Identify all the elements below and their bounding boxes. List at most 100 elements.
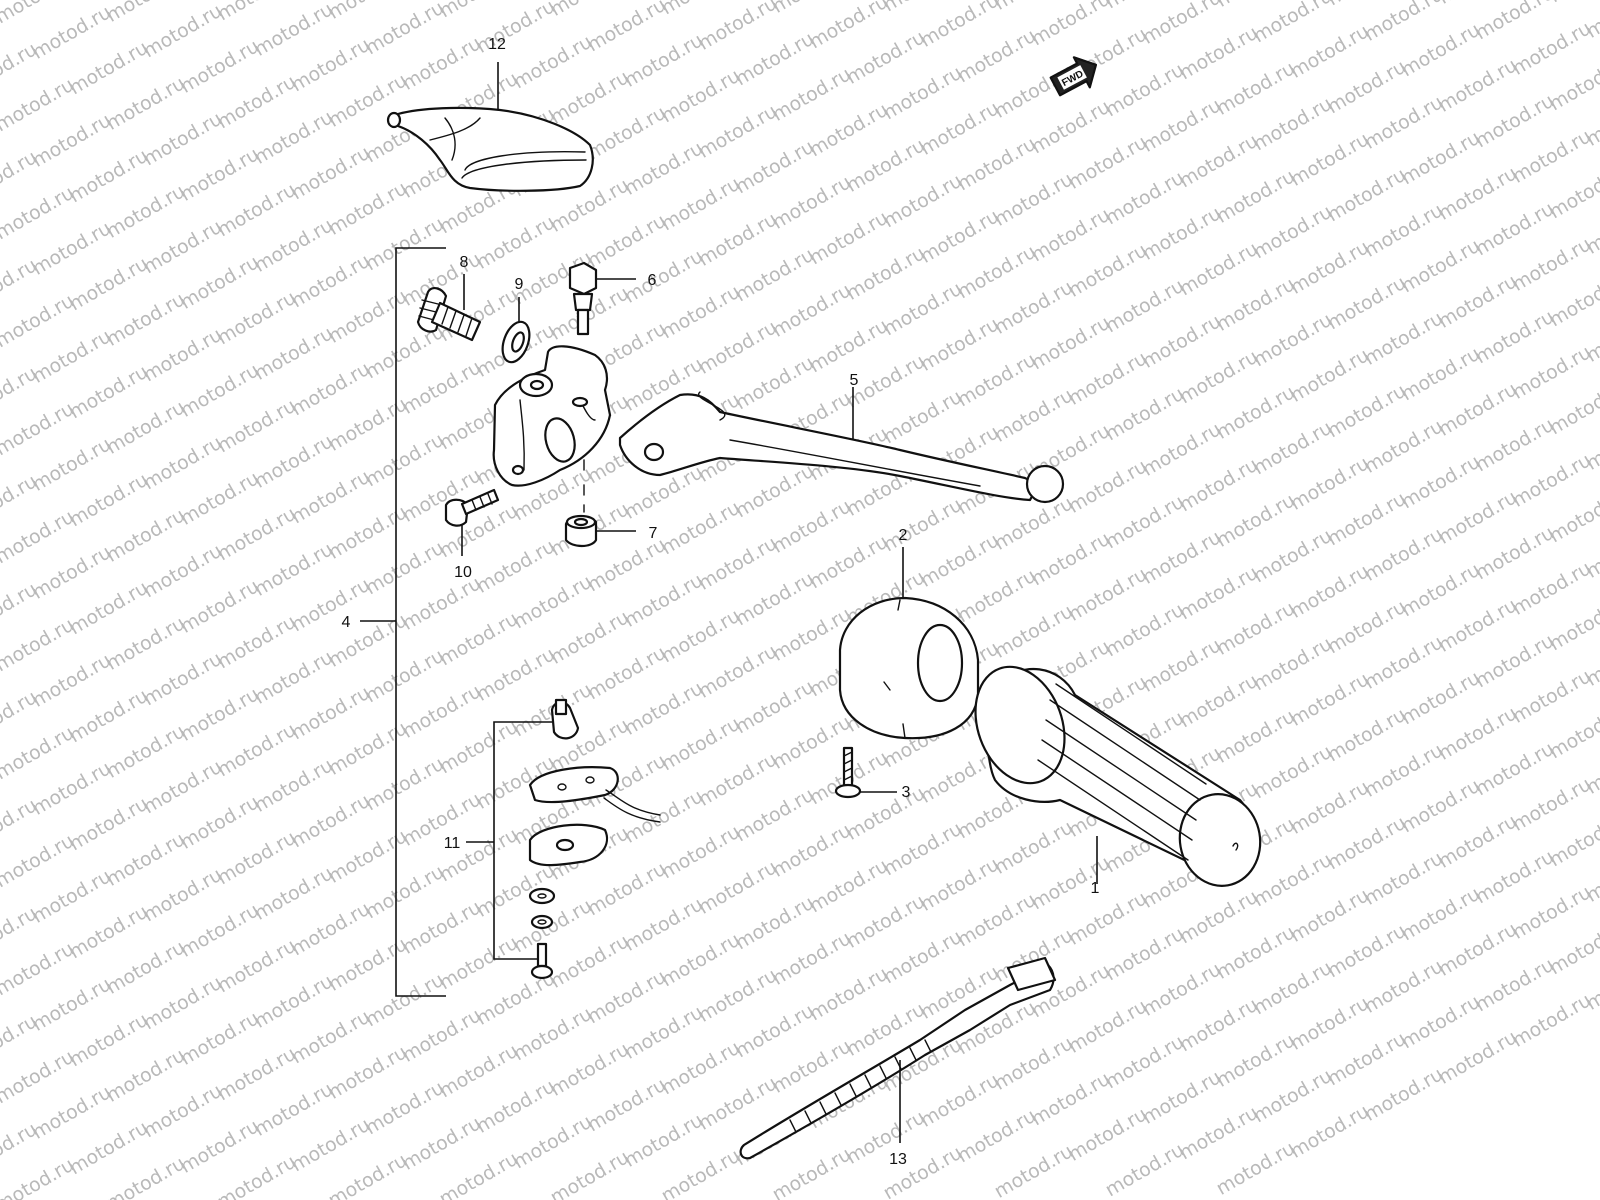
watermark-text: motod.ru bbox=[29, 865, 115, 928]
watermark-text: motod.ru bbox=[362, 969, 448, 1032]
watermark-text: motod.ru bbox=[140, 216, 226, 279]
watermark-text: motod.ru bbox=[1324, 704, 1410, 767]
watermark-text: motod.ru bbox=[325, 501, 411, 564]
watermark-text: motod.ru bbox=[658, 497, 744, 560]
watermark-text: motod.ru bbox=[658, 173, 744, 236]
watermark-text: motod.ru bbox=[1213, 1029, 1299, 1092]
watermark-text: motod.ru bbox=[1176, 238, 1262, 301]
fwd-direction-badge: FWD bbox=[1049, 56, 1098, 97]
watermark-text: motod.ru bbox=[769, 1143, 855, 1200]
watermark-text: motod.ru bbox=[1250, 633, 1336, 696]
watermark-text: motod.ru bbox=[29, 649, 115, 712]
callout-5: 5 bbox=[850, 372, 859, 389]
watermark-text: motod.ru bbox=[1102, 1031, 1188, 1094]
watermark-text: motod.ru bbox=[1546, 161, 1600, 224]
watermark-text: motod.ru bbox=[1398, 883, 1484, 946]
callout-12: 12 bbox=[488, 36, 506, 53]
watermark-text: motod.ru bbox=[103, 612, 189, 675]
watermark-text: motod.ru bbox=[954, 25, 1040, 88]
watermark-text: motod.ru bbox=[1065, 1103, 1151, 1166]
watermark-text: motod.ru bbox=[177, 359, 263, 422]
watermark-text: motod.ru bbox=[1065, 131, 1151, 194]
watermark-text: motod.ru bbox=[1472, 846, 1558, 909]
watermark-text: motod.ru bbox=[658, 605, 744, 668]
watermark-text: motod.ru bbox=[1546, 809, 1600, 872]
watermark-text: motod.ru bbox=[584, 1074, 670, 1137]
watermark-text: motod.ru bbox=[1250, 957, 1336, 1020]
watermark-text: motod.ru bbox=[695, 100, 781, 163]
watermark-text: motod.ru bbox=[1509, 881, 1595, 944]
watermark-text: motod.ru bbox=[325, 1041, 411, 1104]
watermark-text: motod.ru bbox=[1176, 454, 1262, 517]
watermark-text: motod.ru bbox=[1509, 773, 1595, 836]
watermark-text: motod.ru bbox=[214, 719, 300, 782]
watermark-text: motod.ru bbox=[1287, 884, 1373, 947]
watermark-text: motod.ru bbox=[1435, 702, 1521, 765]
watermark-text: motod.ru bbox=[880, 494, 966, 557]
watermark-text: motod.ru bbox=[436, 932, 522, 995]
watermark-text: motod.ru bbox=[695, 748, 781, 811]
watermark-text: motod.ru bbox=[695, 640, 781, 703]
watermark-text: motod.ru bbox=[1139, 94, 1225, 157]
watermark-text: motod.ru bbox=[1139, 634, 1225, 697]
watermark-text: motod.ru bbox=[1028, 96, 1114, 159]
watermark-text: motod.ru bbox=[769, 819, 855, 882]
watermark-text: motod.ru bbox=[732, 892, 818, 955]
watermark-text: motod.ru bbox=[103, 504, 189, 567]
watermark-text: motod.ru bbox=[1139, 526, 1225, 589]
watermark-text: motod.ru bbox=[658, 929, 744, 992]
watermark-text: motod.ru bbox=[140, 324, 226, 387]
watermark-text: motod.ru bbox=[436, 608, 522, 671]
watermark-text: motod.ru bbox=[954, 349, 1040, 412]
part-1-grip bbox=[974, 665, 1262, 887]
watermark-text: motod.ru bbox=[547, 1038, 633, 1101]
watermark-text: motod.ru bbox=[991, 600, 1077, 663]
watermark-text: motod.ru bbox=[806, 531, 892, 594]
watermark-text: motod.ru bbox=[1509, 17, 1595, 80]
watermark-text: motod.ru bbox=[214, 1043, 300, 1106]
watermark-text: motod.ru bbox=[547, 66, 633, 129]
watermark-text: motod.ru bbox=[66, 469, 152, 532]
watermark-text: motod.ru bbox=[547, 1146, 633, 1200]
watermark-text: motod.ru bbox=[399, 572, 485, 635]
watermark-text: motod.ru bbox=[1176, 886, 1262, 949]
watermark-text: motod.ru bbox=[1065, 995, 1151, 1058]
watermark-text: motod.ru bbox=[362, 537, 448, 600]
watermark-text: motod.ru bbox=[214, 827, 300, 890]
watermark-text: motod.ru bbox=[621, 893, 707, 956]
watermark-text: motod.ru bbox=[621, 29, 707, 92]
part-12-lever-cover bbox=[386, 106, 594, 192]
part-6-pivot-bolt bbox=[568, 261, 598, 336]
watermark-text: motod.ru bbox=[621, 785, 707, 848]
watermark-text: motod.ru bbox=[1398, 19, 1484, 82]
watermark-text: motod.ru bbox=[325, 393, 411, 456]
watermark-text: motod.ru bbox=[325, 825, 411, 888]
watermark-text: motod.ru bbox=[1139, 958, 1225, 1021]
watermark-text: motod.ru bbox=[510, 895, 596, 958]
watermark-text: motod.ru bbox=[1213, 921, 1299, 984]
watermark-text: motod.ru bbox=[1102, 491, 1188, 554]
watermark-text: motod.ru bbox=[954, 1105, 1040, 1168]
watermark-text: motod.ru bbox=[991, 816, 1077, 879]
watermark-text: motod.ru bbox=[177, 899, 263, 962]
callout-10: 10 bbox=[454, 564, 472, 581]
watermark-text: motod.ru bbox=[584, 966, 670, 1029]
watermark-text: motod.ru bbox=[1472, 522, 1558, 585]
watermark-text: motod.ru bbox=[140, 648, 226, 711]
callout-11: 11 bbox=[444, 835, 461, 852]
watermark-text: motod.ru bbox=[288, 574, 374, 637]
watermark-text: motod.ru bbox=[1361, 631, 1447, 694]
watermark-text: motod.ru bbox=[214, 179, 300, 242]
watermark-text: motod.ru bbox=[1361, 199, 1447, 262]
watermark-text: motod.ru bbox=[325, 717, 411, 780]
part-13-cable-tie bbox=[739, 956, 1057, 1160]
watermark-text: motod.ru bbox=[251, 322, 337, 385]
watermark-text: motod.ru bbox=[1139, 202, 1225, 265]
watermark-text: motod.ru bbox=[1435, 378, 1521, 441]
watermark-text: motod.ru bbox=[1102, 275, 1188, 338]
watermark-text: motod.ru bbox=[140, 432, 226, 495]
watermark-text: motod.ru bbox=[1028, 528, 1114, 591]
watermark-text: motod.ru bbox=[1176, 1102, 1262, 1165]
part-2-bar-end-weight bbox=[838, 596, 980, 740]
callout-2: 2 bbox=[899, 527, 908, 544]
